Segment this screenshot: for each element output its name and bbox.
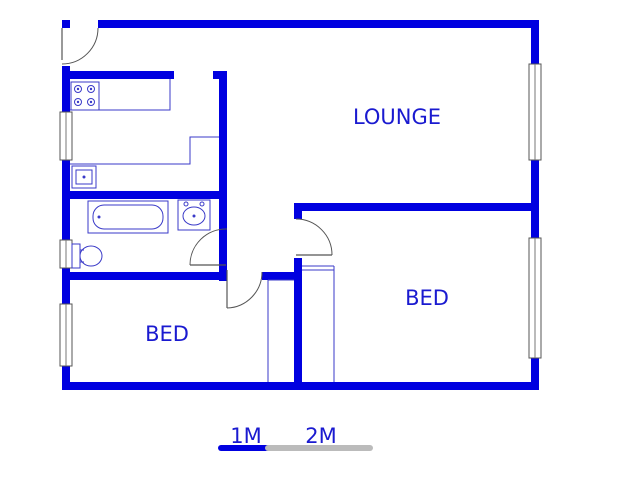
cupboards: [267, 265, 335, 382]
cupboard-passage: [267, 279, 294, 382]
window-right-upper: [528, 63, 542, 161]
door-bedroom-left: [226, 270, 263, 309]
doors: [61, 27, 333, 309]
wall-kitchen-top: [62, 71, 174, 79]
window-left-bedroom: [59, 303, 73, 367]
wall-passage-stub-right: [262, 272, 300, 280]
wall-top-left-stub: [62, 20, 70, 28]
wall-left-3: [62, 268, 70, 304]
toilet-icon: [71, 243, 103, 269]
wall-kitchen-bath: [62, 191, 227, 199]
wall-kitchen-right: [219, 71, 227, 281]
bathtub-icon: [87, 200, 169, 234]
room-label-bed-right: BED: [405, 286, 449, 310]
interior-walls: [62, 71, 539, 390]
window-left-bathroom: [59, 239, 73, 269]
wall-bed2-left-lower: [294, 258, 302, 390]
basin-icon: [177, 199, 211, 231]
wall-bath-bed: [62, 272, 227, 280]
kitchen-counter-lower: [70, 136, 219, 165]
kitchen-fixtures: [70, 79, 219, 189]
wall-left-2: [62, 160, 70, 240]
windows: [59, 63, 542, 367]
scale-label-2m: 2M: [305, 424, 336, 448]
door-bedroom-right: [295, 218, 333, 256]
wall-bed2-left-upper: [294, 203, 302, 219]
stove-icon: [70, 81, 100, 111]
wall-left-4: [62, 366, 70, 390]
kitchen-counter: [70, 79, 171, 111]
cupboard-bedroom-right: [302, 265, 335, 382]
room-label-lounge: LOUNGE: [353, 105, 441, 129]
wall-left-1: [62, 66, 70, 112]
wall-right-upper: [531, 20, 539, 64]
room-label-bed-left: BED: [145, 322, 189, 346]
scale-bar: 1M 2M: [218, 424, 373, 451]
scale-label-1m: 1M: [230, 424, 261, 448]
bathroom-fixtures: [71, 199, 211, 269]
sink-icon: [71, 165, 97, 189]
wall-bed2-top: [294, 203, 539, 211]
wall-top: [98, 20, 539, 28]
door-entrance: [61, 27, 99, 65]
wall-right-lower: [531, 358, 539, 390]
door-bathroom: [189, 228, 228, 266]
window-right-lower: [528, 237, 542, 359]
wall-right-mid: [531, 160, 539, 238]
window-left-kitchen: [59, 111, 73, 161]
